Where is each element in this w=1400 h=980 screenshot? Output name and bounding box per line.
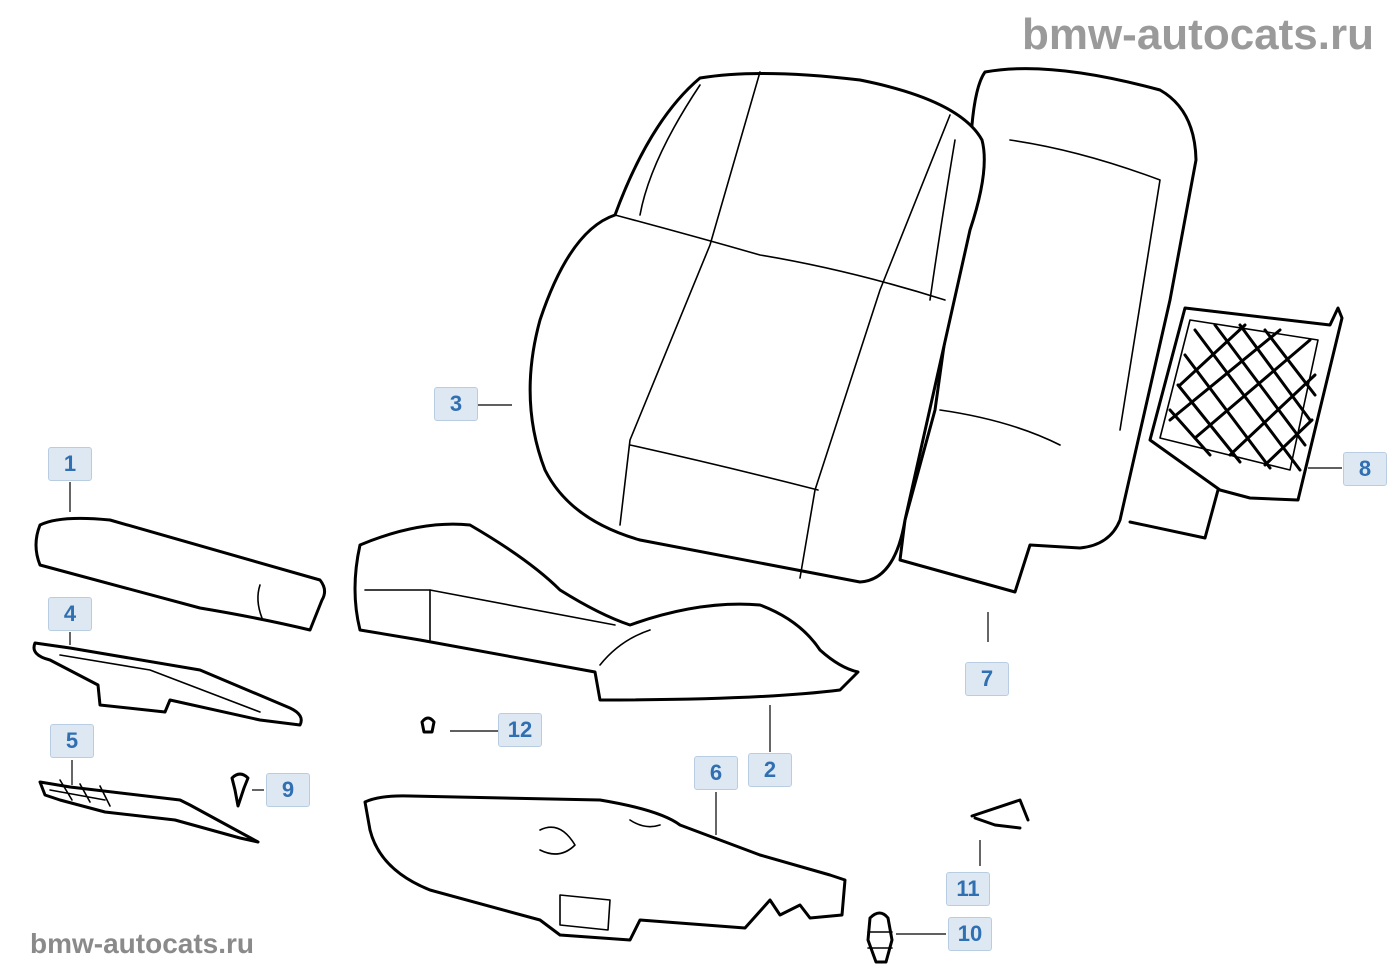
part-12-screw[interactable] [420, 716, 436, 734]
callout-8[interactable]: 8 [1343, 452, 1387, 486]
callout-2[interactable]: 2 [748, 753, 792, 787]
callout-9[interactable]: 9 [266, 773, 310, 807]
callout-5[interactable]: 5 [50, 724, 94, 758]
part-4-trim-strip[interactable] [32, 641, 303, 727]
callout-11[interactable]: 11 [946, 872, 990, 906]
watermark-top: bmw-autocats.ru [1021, 10, 1374, 59]
part-8-net-pocket[interactable] [1128, 306, 1344, 540]
part-3-backrest-cover[interactable] [528, 71, 986, 584]
part-1-side-cushion[interactable] [34, 516, 327, 632]
callout-4[interactable]: 4 [48, 597, 92, 631]
part-2-seat-cushion[interactable] [353, 522, 860, 702]
callout-3[interactable]: 3 [434, 387, 478, 421]
callout-12[interactable]: 12 [498, 713, 542, 747]
callout-7[interactable]: 7 [965, 662, 1009, 696]
part-9-screw[interactable] [230, 772, 250, 808]
callout-6[interactable]: 6 [694, 756, 738, 790]
leader-lines [69, 404, 1342, 935]
watermark-bottom: bmw-autocats.ru [30, 928, 255, 959]
callout-10[interactable]: 10 [948, 917, 992, 951]
callout-1[interactable]: 1 [48, 447, 92, 481]
part-10-push-rivet[interactable] [866, 911, 894, 964]
part-11-clip[interactable] [970, 798, 1030, 830]
part-5-adjuster-rail[interactable] [38, 779, 260, 844]
part-6-seat-pan[interactable] [363, 794, 847, 942]
